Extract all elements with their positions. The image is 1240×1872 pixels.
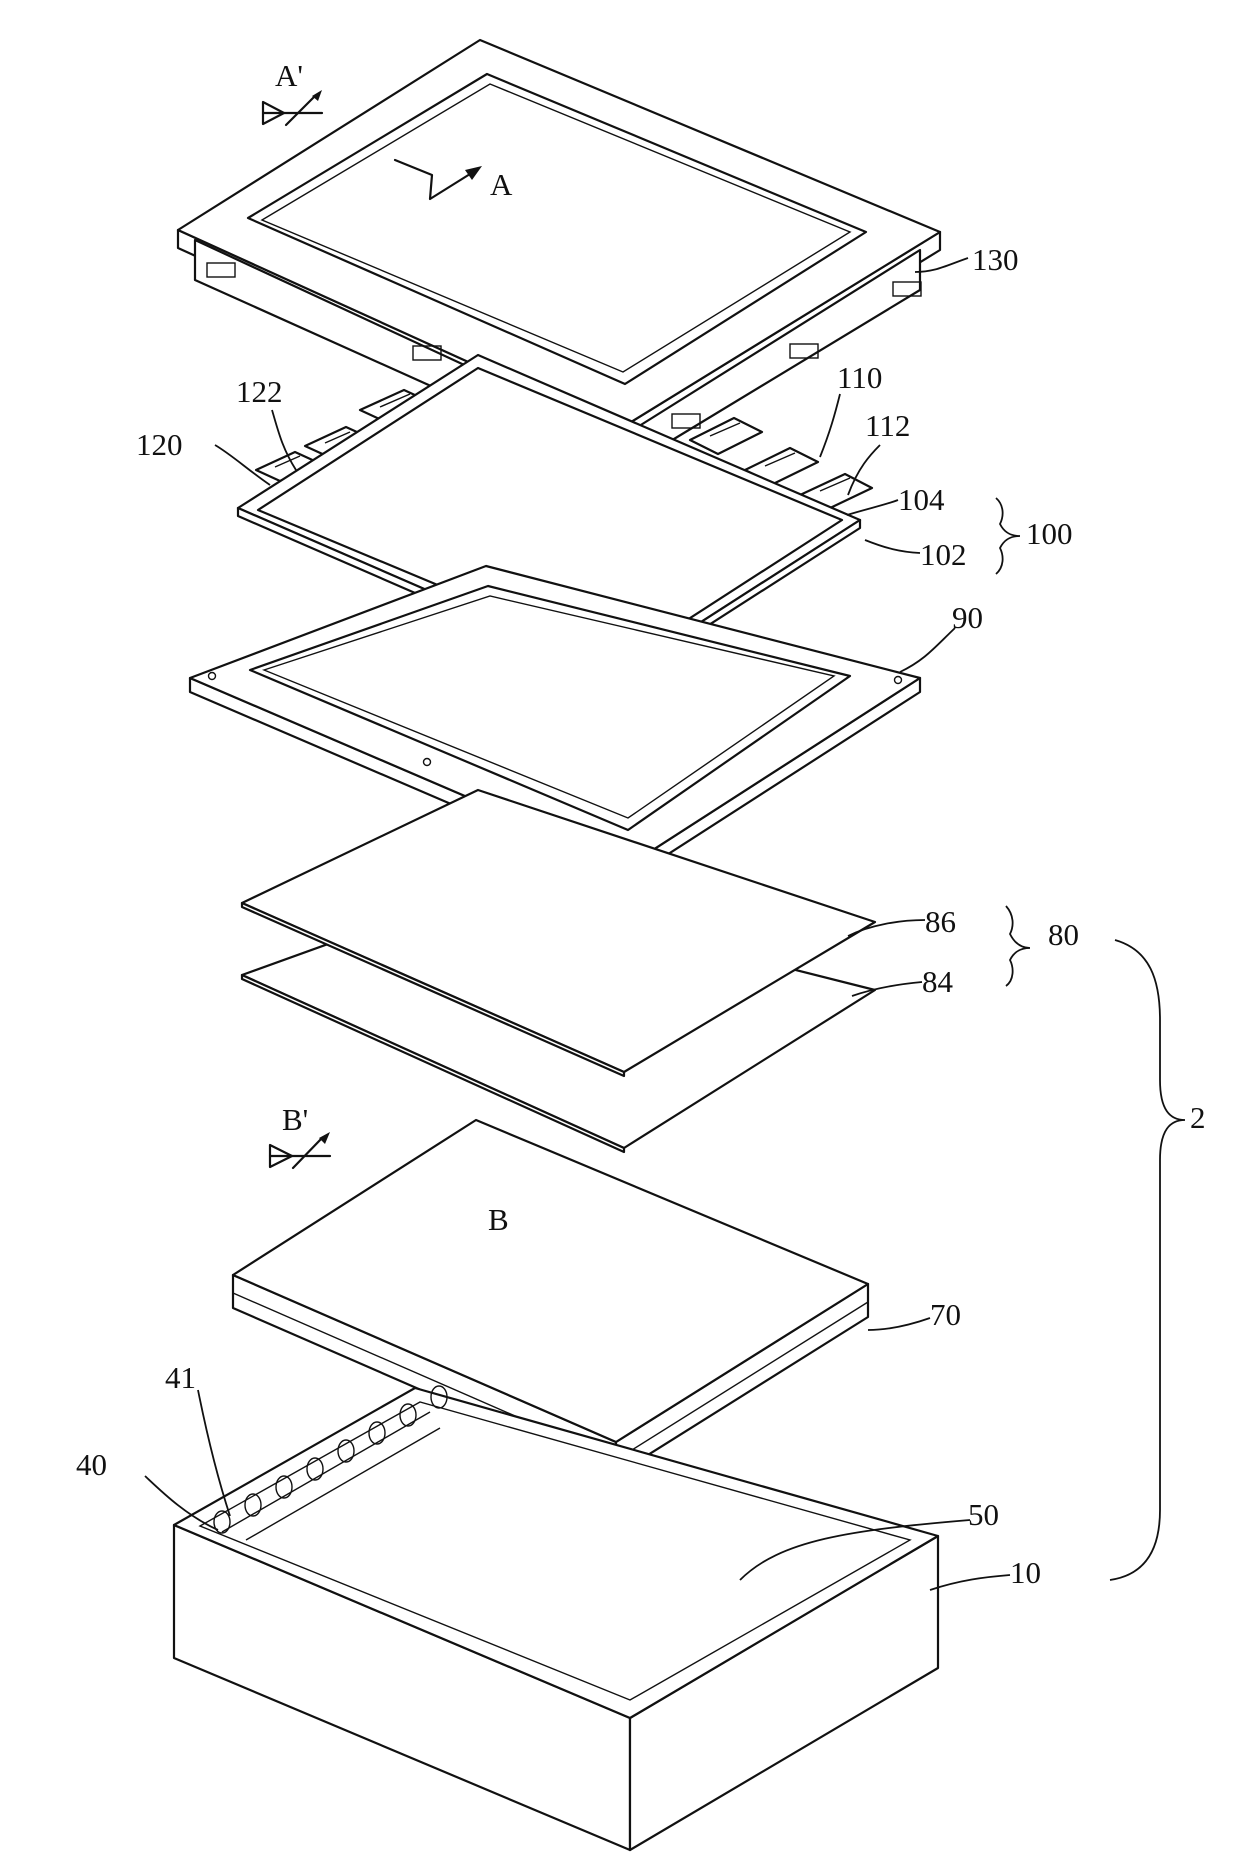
label-10: 10 bbox=[1010, 1555, 1041, 1590]
label-70: 70 bbox=[930, 1297, 961, 1332]
label-84: 84 bbox=[922, 964, 954, 999]
label-90: 90 bbox=[952, 600, 983, 635]
label-b: B bbox=[488, 1202, 509, 1237]
label-2: 2 bbox=[1190, 1100, 1206, 1135]
light-guide-plate-70 bbox=[233, 1120, 868, 1475]
label-104: 104 bbox=[898, 482, 945, 517]
label-102: 102 bbox=[920, 537, 967, 572]
label-50: 50 bbox=[968, 1497, 999, 1532]
label-100: 100 bbox=[1026, 516, 1073, 551]
label-40: 40 bbox=[76, 1447, 107, 1482]
label-a-prime: A' bbox=[275, 58, 303, 93]
label-b-prime: B' bbox=[282, 1102, 308, 1137]
label-112: 112 bbox=[865, 408, 910, 443]
label-130: 130 bbox=[972, 242, 1019, 277]
label-80: 80 bbox=[1048, 917, 1079, 952]
label-41: 41 bbox=[165, 1360, 196, 1395]
label-86: 86 bbox=[925, 904, 956, 939]
label-120: 120 bbox=[136, 427, 183, 462]
label-a: A bbox=[490, 167, 513, 202]
label-122: 122 bbox=[236, 374, 283, 409]
label-110: 110 bbox=[837, 360, 882, 395]
bottom-cover-10 bbox=[174, 1386, 938, 1850]
optical-sheets-80 bbox=[242, 790, 875, 1152]
